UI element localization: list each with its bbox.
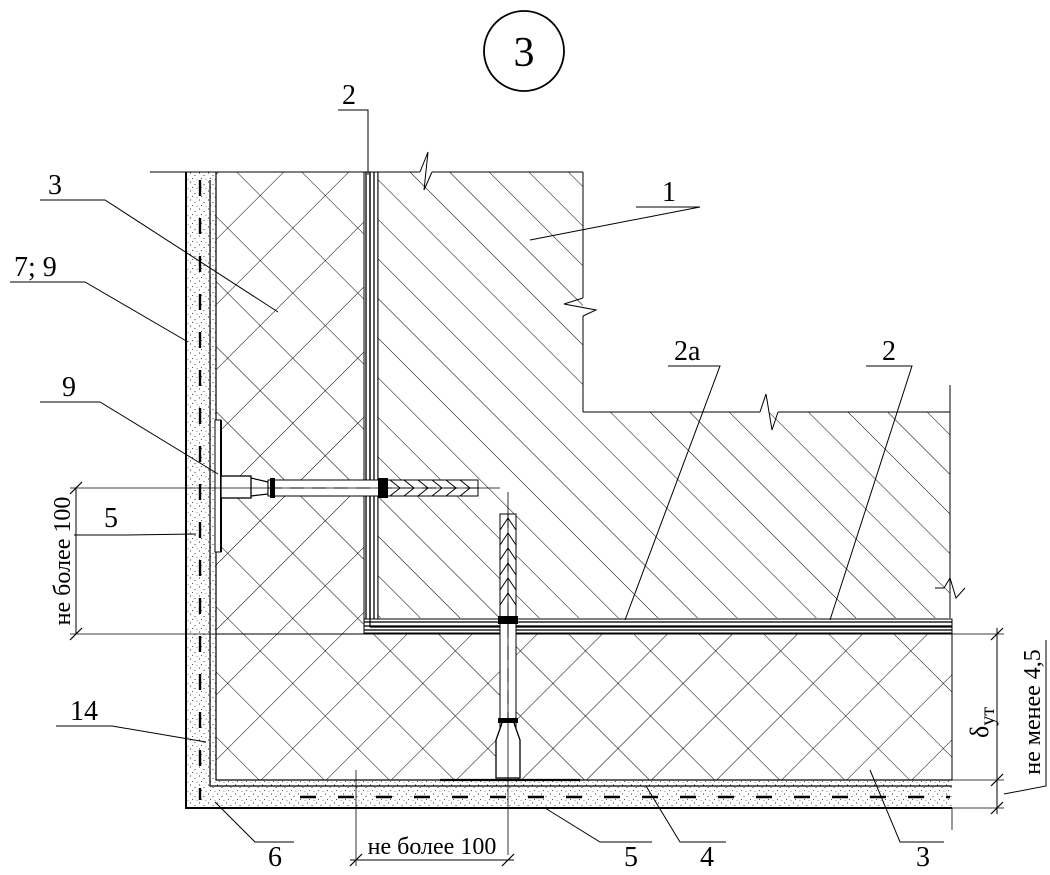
dimension-right-text: не менее 4,5 bbox=[1020, 649, 1046, 774]
dimension-right: δут не менее 4,5 bbox=[951, 627, 1047, 830]
dowel-anchor-vertical bbox=[495, 492, 521, 855]
label-2-right: 2 bbox=[882, 336, 896, 367]
detail-number: 3 bbox=[514, 30, 535, 76]
label-5-bottom: 5 bbox=[624, 842, 638, 873]
label-3-bottom: 3 bbox=[916, 842, 930, 873]
dowel-anchor-horizontal bbox=[70, 419, 500, 553]
dimension-bottom-text: не более 100 bbox=[368, 834, 497, 860]
label-1: 1 bbox=[662, 177, 676, 208]
render-layer bbox=[185, 172, 952, 809]
delta-symbol: δ bbox=[965, 726, 994, 738]
label-2a: 2а bbox=[674, 336, 701, 367]
detail-callout: 3 bbox=[483, 10, 565, 92]
delta-subscript: ут bbox=[977, 707, 999, 726]
label-6: 6 bbox=[268, 842, 282, 873]
dimension-left-text: не более 100 bbox=[50, 497, 76, 626]
label-14: 14 bbox=[70, 696, 98, 727]
label-9: 9 bbox=[62, 372, 76, 403]
label-7-9: 7; 9 bbox=[14, 252, 57, 283]
dimension-left-vertical: не более 100 bbox=[50, 481, 364, 641]
label-3-left: 3 bbox=[48, 170, 62, 201]
dimension-delta-symbol: δут bbox=[965, 707, 999, 738]
label-2-top: 2 bbox=[342, 80, 356, 111]
insulation bbox=[215, 171, 953, 781]
label-4: 4 bbox=[700, 842, 714, 873]
leader-lines bbox=[10, 109, 944, 843]
leader-labels: 2 3 1 7; 9 2а 2 9 5 14 6 5 4 3 bbox=[14, 80, 930, 873]
dimension-bottom-horizontal: не более 100 bbox=[349, 770, 515, 867]
label-5-left: 5 bbox=[104, 503, 118, 534]
